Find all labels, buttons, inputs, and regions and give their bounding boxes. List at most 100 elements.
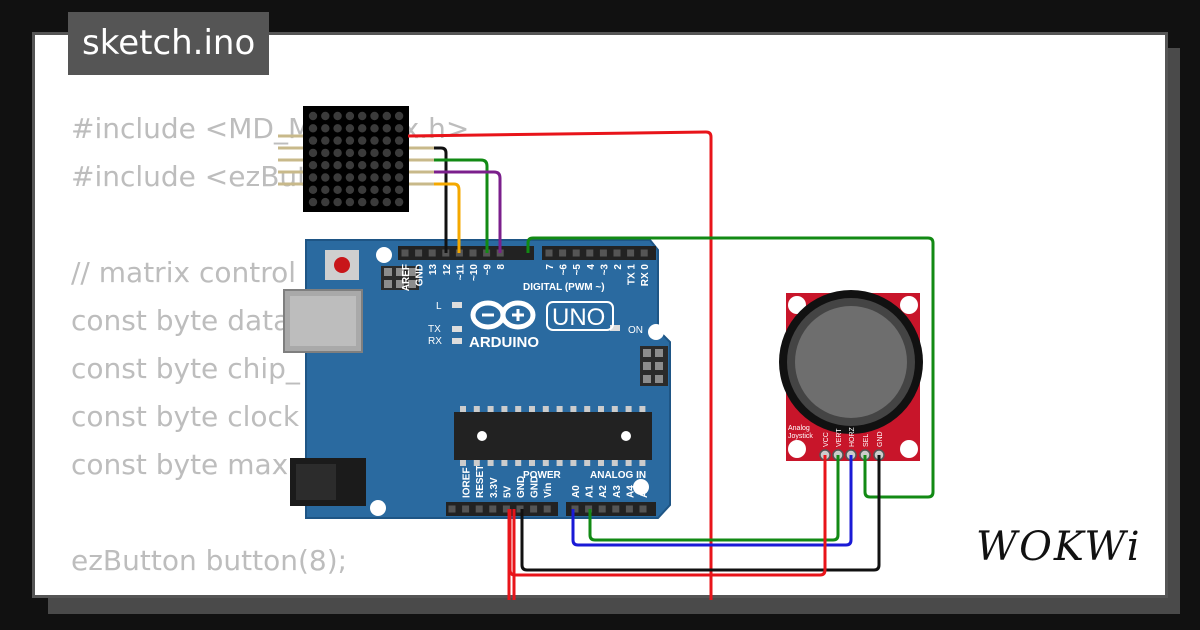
matrix-led bbox=[382, 148, 391, 158]
header-socket bbox=[401, 249, 409, 257]
matrix-led bbox=[308, 136, 318, 145]
matrix-led bbox=[321, 124, 330, 133]
power-pin-label: Vin bbox=[543, 483, 554, 498]
digital-pin-label: 4 bbox=[586, 264, 597, 270]
matrix-led bbox=[333, 111, 342, 121]
matrix-led bbox=[321, 161, 330, 170]
matrix-led bbox=[358, 136, 367, 145]
header-socket bbox=[545, 249, 553, 257]
matrix-led bbox=[382, 161, 391, 170]
matrix-led bbox=[358, 197, 367, 207]
matrix-led bbox=[394, 185, 404, 194]
matrix-led bbox=[382, 197, 391, 207]
analog-pin-label: A5 bbox=[639, 485, 650, 498]
power-pin-label: 5V bbox=[502, 485, 513, 498]
board-brand: ARDUINO bbox=[469, 334, 539, 351]
matrix-led bbox=[370, 111, 379, 121]
sketch-title: sketch.ino bbox=[68, 12, 270, 75]
matrix-led bbox=[321, 197, 330, 207]
header-socket bbox=[469, 249, 477, 257]
matrix-led bbox=[345, 111, 355, 121]
header-socket bbox=[613, 249, 621, 257]
power-pin-label: IOREF bbox=[462, 467, 473, 498]
wire-horz-joystick bbox=[571, 455, 853, 547]
code-line: const byte max bbox=[71, 448, 289, 481]
wire-cs-matrix bbox=[434, 170, 502, 253]
matrix-led bbox=[308, 161, 318, 170]
arduino-logo: UNO ARDUINO bbox=[469, 300, 614, 351]
wire-vert-joystick bbox=[588, 455, 840, 542]
matrix-dots bbox=[308, 111, 404, 207]
digital-pin-label: ~6 bbox=[559, 264, 570, 276]
matrix-led bbox=[345, 148, 355, 158]
header-socket bbox=[462, 505, 470, 513]
header-socket bbox=[572, 249, 580, 257]
matrix-led bbox=[321, 173, 330, 182]
matrix-led bbox=[321, 148, 330, 158]
digital-pin-label: ~3 bbox=[599, 264, 610, 276]
code-line: const byte clock bbox=[71, 400, 300, 433]
header-socket bbox=[543, 505, 551, 513]
matrix-led bbox=[308, 111, 318, 121]
joystick-pin-label: HORZ bbox=[849, 426, 856, 447]
matrix-led bbox=[333, 148, 342, 158]
matrix-led bbox=[370, 173, 379, 182]
matrix-led bbox=[370, 136, 379, 145]
digital-label: DIGITAL (PWM ~) bbox=[523, 282, 605, 293]
matrix-led bbox=[382, 173, 391, 182]
analog-pin-label: A3 bbox=[612, 485, 623, 498]
header-socket bbox=[530, 505, 538, 513]
matrix-led bbox=[345, 173, 355, 182]
joystick-label-line2: Joystick bbox=[788, 433, 813, 440]
matrix-led bbox=[370, 197, 379, 207]
matrix-led bbox=[394, 197, 404, 207]
power-pin-label: GND bbox=[530, 476, 541, 498]
joystick-knob[interactable] bbox=[795, 306, 907, 418]
matrix-led bbox=[382, 185, 391, 194]
matrix-led bbox=[308, 148, 318, 158]
code-line: // matrix control bbox=[71, 256, 296, 289]
matrix-led bbox=[308, 185, 318, 194]
digital-pin-label: ~10 bbox=[469, 264, 480, 281]
wire-gnd-matrix bbox=[434, 146, 448, 253]
header-socket bbox=[489, 505, 497, 513]
digital-pin-label: ~5 bbox=[572, 264, 583, 276]
header-socket bbox=[612, 505, 620, 513]
header-socket bbox=[502, 505, 510, 513]
power-pin-label: RESET bbox=[475, 465, 486, 498]
code-line: const byte chip_ bbox=[71, 352, 300, 385]
digital-pin-label: 13 bbox=[428, 264, 439, 276]
led-matrix[interactable] bbox=[278, 106, 434, 212]
digital-pin-label: 7 bbox=[545, 264, 556, 270]
analog-pin-label: A4 bbox=[625, 485, 636, 498]
power-pin-label: 3.3V bbox=[489, 477, 500, 498]
wire-gnd-joystick bbox=[520, 455, 881, 572]
joystick-pin-label: VCC bbox=[823, 432, 830, 447]
digital-pin-label: 2 bbox=[613, 264, 624, 270]
wires-front bbox=[407, 130, 935, 600]
digital-pin-label: GND bbox=[415, 264, 426, 286]
matrix-led bbox=[333, 161, 342, 170]
power-label: POWER bbox=[523, 470, 562, 481]
matrix-led bbox=[345, 185, 355, 194]
analog-pin-label: A1 bbox=[585, 485, 596, 498]
matrix-led bbox=[394, 173, 404, 182]
code-line: ezButton button(8); bbox=[71, 544, 348, 577]
header-socket bbox=[415, 249, 423, 257]
header-socket bbox=[571, 505, 579, 513]
board-model: UNO bbox=[552, 304, 605, 331]
matrix-led bbox=[370, 124, 379, 133]
digital-pin-label: 12 bbox=[442, 264, 453, 276]
analog-pin-label: A0 bbox=[571, 485, 582, 498]
digital-pin-label: ~11 bbox=[455, 264, 466, 281]
header-socket bbox=[428, 249, 436, 257]
wire-sel-joystick bbox=[526, 236, 935, 499]
matrix-led bbox=[358, 111, 367, 121]
matrix-led bbox=[382, 124, 391, 133]
digital-pin-label: AREF bbox=[401, 264, 412, 291]
matrix-led bbox=[394, 111, 404, 121]
matrix-led bbox=[358, 124, 367, 133]
